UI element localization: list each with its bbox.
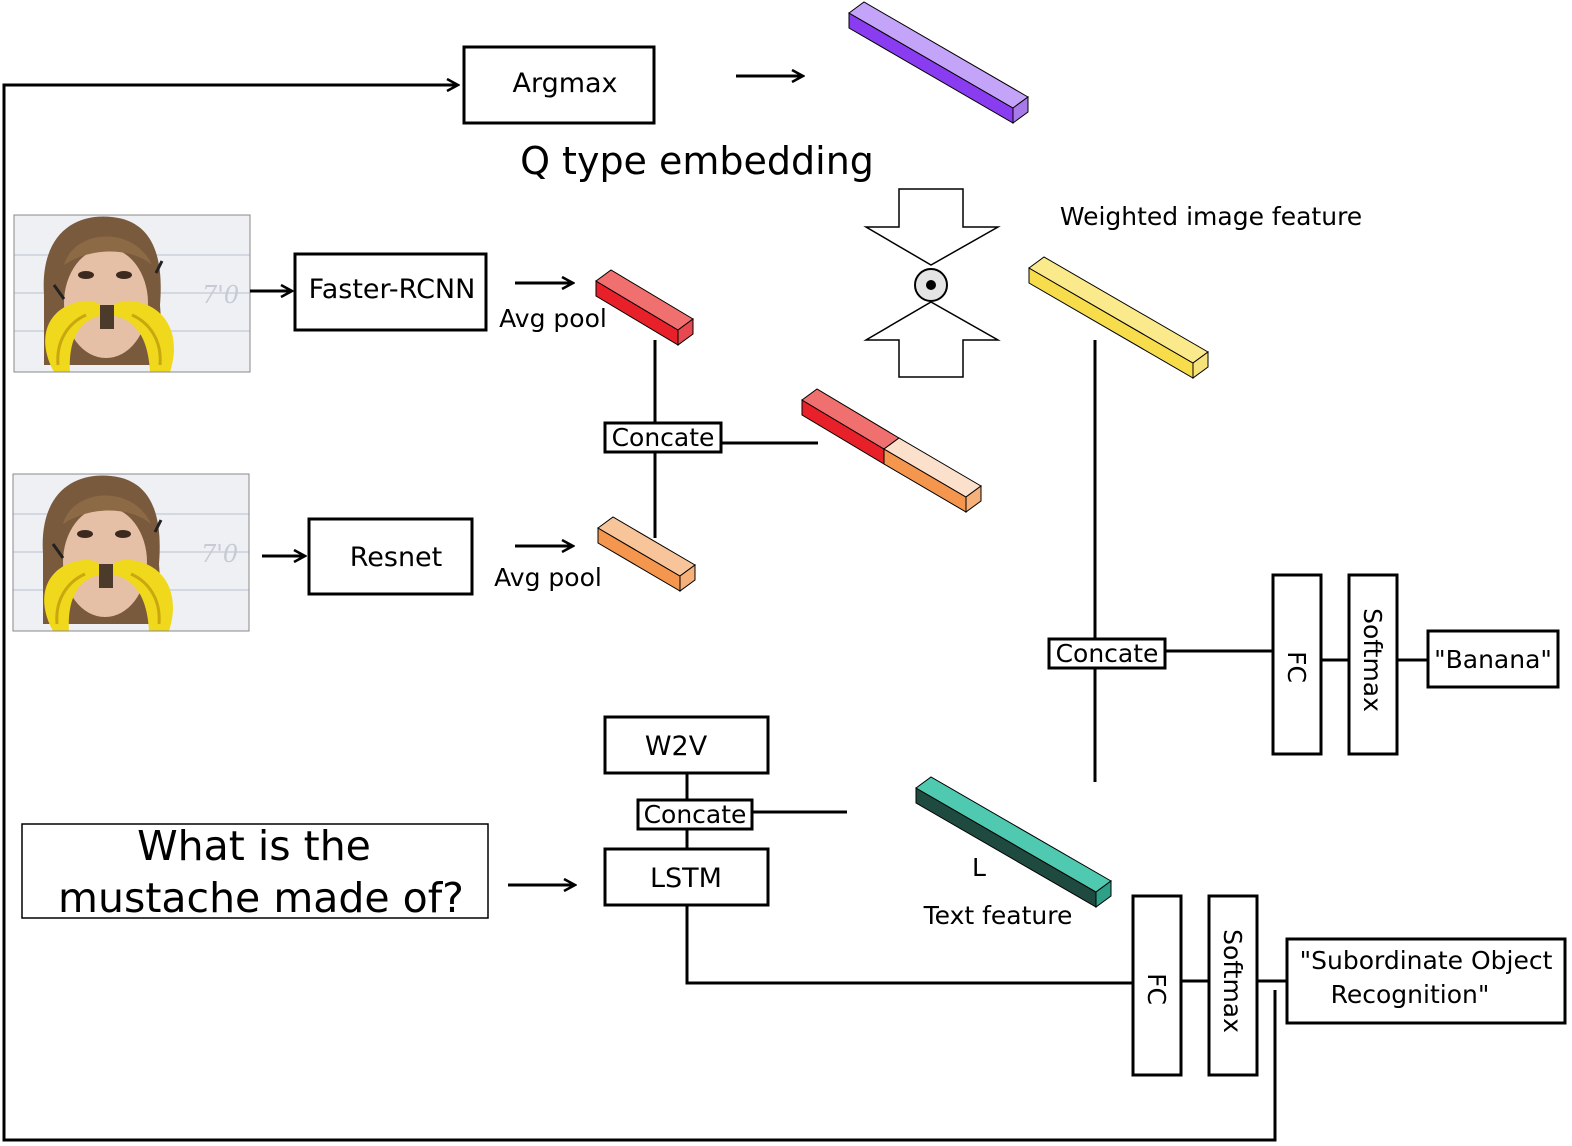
concate-text-label: Concate	[644, 800, 747, 829]
fusion-block	[863, 188, 1001, 378]
resnet-feature-bar	[597, 516, 696, 592]
concate-main-box	[1047, 637, 1167, 670]
q-type-embedding-label: Q type embedding	[520, 139, 874, 183]
q-type-embedding-bar	[848, 1, 1029, 124]
avg-pool-bottom-label: Avg pool	[494, 563, 602, 592]
avg-pool-top-label: Avg pool	[499, 304, 607, 333]
w2v-box	[603, 715, 770, 775]
question-line-2: mustache made of?	[58, 874, 464, 922]
argmax-box	[462, 45, 656, 125]
fc-top-box	[1271, 573, 1323, 756]
softmax-bottom-label: Softmax	[1218, 929, 1247, 1033]
connector	[685, 905, 1133, 985]
fc-bottom-label: FC	[1142, 973, 1171, 1005]
question-type-line-1: "Subordinate Object	[1300, 946, 1553, 975]
feedback-loop	[2, 85, 1277, 1142]
faster-rcnn-label: Faster-RCNN	[309, 274, 476, 305]
concate-image-label: Concate	[612, 423, 715, 452]
answer-label: "Banana"	[1434, 645, 1552, 674]
input-image-bottom	[11, 472, 251, 633]
softmax-top-box	[1347, 573, 1399, 756]
l-marker-label: L	[972, 853, 986, 882]
question-line-1: What is the	[137, 822, 371, 870]
resnet-label: Resnet	[350, 542, 443, 573]
text-feature-label: Text feature	[923, 901, 1073, 930]
weighted-image-feature-bar	[1028, 256, 1209, 379]
faster-rcnn-box	[293, 252, 488, 332]
argmax-label: Argmax	[512, 68, 617, 99]
concate-image-box	[603, 421, 723, 454]
resnet-box	[307, 517, 474, 596]
softmax-bottom-box	[1207, 894, 1259, 1077]
concate-main-label: Concate	[1056, 639, 1159, 668]
fc-bottom-box	[1131, 894, 1183, 1077]
lstm-label: LSTM	[650, 863, 722, 894]
text-feature-bar	[915, 776, 1112, 908]
input-image-top	[12, 213, 252, 374]
softmax-top-label: Softmax	[1358, 608, 1387, 712]
question-box	[21, 823, 489, 919]
fc-top-label: FC	[1282, 651, 1311, 683]
question-type-line-2: Recognition"	[1331, 980, 1490, 1009]
lstm-box	[603, 847, 770, 907]
rcnn-feature-bar	[595, 269, 694, 346]
concatenated-image-feature-bar	[801, 388, 982, 513]
answer-box	[1426, 629, 1560, 689]
weighted-image-feature-label: Weighted image feature	[1060, 202, 1362, 231]
question-type-box	[1285, 937, 1567, 1025]
concate-text-box	[636, 798, 754, 831]
w2v-label: W2V	[645, 731, 708, 762]
